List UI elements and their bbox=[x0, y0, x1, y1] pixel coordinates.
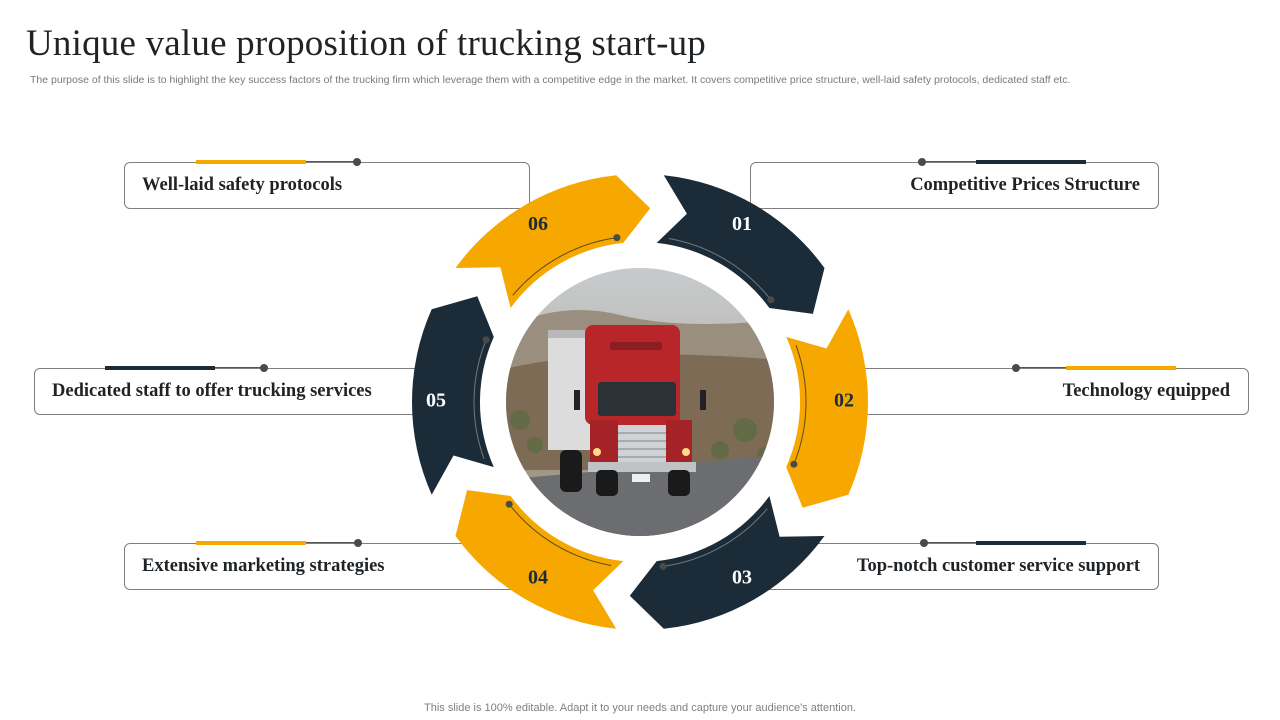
segment-01 bbox=[656, 175, 825, 314]
slide-subtitle: The purpose of this slide is to highligh… bbox=[30, 74, 1071, 86]
guide-dot-05 bbox=[482, 336, 490, 344]
label-01: Competitive Prices Structure bbox=[910, 175, 1140, 195]
connector-05 bbox=[105, 364, 268, 372]
guide-dot-01 bbox=[767, 296, 775, 304]
segment-04 bbox=[455, 490, 624, 629]
guide-dot-06 bbox=[613, 234, 621, 242]
segment-05 bbox=[412, 296, 494, 495]
connector-01 bbox=[918, 158, 1086, 166]
segment-number-02: 02 bbox=[834, 390, 854, 412]
connector-02 bbox=[1012, 364, 1176, 372]
connector-04 bbox=[196, 539, 362, 547]
guide-arc-02 bbox=[793, 345, 807, 465]
segment-number-04: 04 bbox=[528, 566, 548, 588]
segment-number-01: 01 bbox=[732, 213, 752, 235]
segment-03 bbox=[629, 496, 825, 629]
label-02: Technology equipped bbox=[1062, 381, 1230, 401]
connector-03 bbox=[920, 539, 1086, 547]
label-06: Well-laid safety protocols bbox=[142, 175, 343, 195]
label-box-01: Competitive Prices Structure bbox=[750, 162, 1159, 209]
label-04: Extensive marketing strategies bbox=[142, 556, 385, 576]
segment-number-05: 05 bbox=[426, 390, 446, 412]
segment-06 bbox=[455, 175, 651, 308]
guide-arc-04 bbox=[508, 503, 612, 566]
label-03: Top-notch customer service support bbox=[856, 556, 1140, 576]
segment-number-03: 03 bbox=[732, 566, 752, 588]
guide-arc-03 bbox=[663, 508, 768, 567]
slide-footer: This slide is 100% editable. Adapt it to… bbox=[424, 702, 856, 714]
guide-arc-06 bbox=[512, 237, 617, 296]
segment-number-06: 06 bbox=[528, 213, 548, 235]
guide-dot-03 bbox=[659, 562, 667, 570]
label-box-02: Technology equipped bbox=[855, 368, 1249, 415]
slide-title: Unique value proposition of trucking sta… bbox=[26, 23, 707, 64]
guide-dot-02 bbox=[790, 460, 798, 468]
connector-06 bbox=[196, 158, 361, 166]
truck-photo bbox=[506, 268, 774, 536]
guide-arc-05 bbox=[473, 339, 487, 459]
label-box-05: Dedicated staff to offer trucking servic… bbox=[34, 368, 424, 415]
label-box-06: Well-laid safety protocols bbox=[124, 162, 530, 209]
segment-02 bbox=[786, 309, 868, 508]
guide-arc-01 bbox=[668, 238, 772, 301]
guide-dot-04 bbox=[505, 500, 513, 508]
label-05: Dedicated staff to offer trucking servic… bbox=[52, 381, 372, 401]
label-box-04: Extensive marketing strategies bbox=[124, 543, 530, 590]
